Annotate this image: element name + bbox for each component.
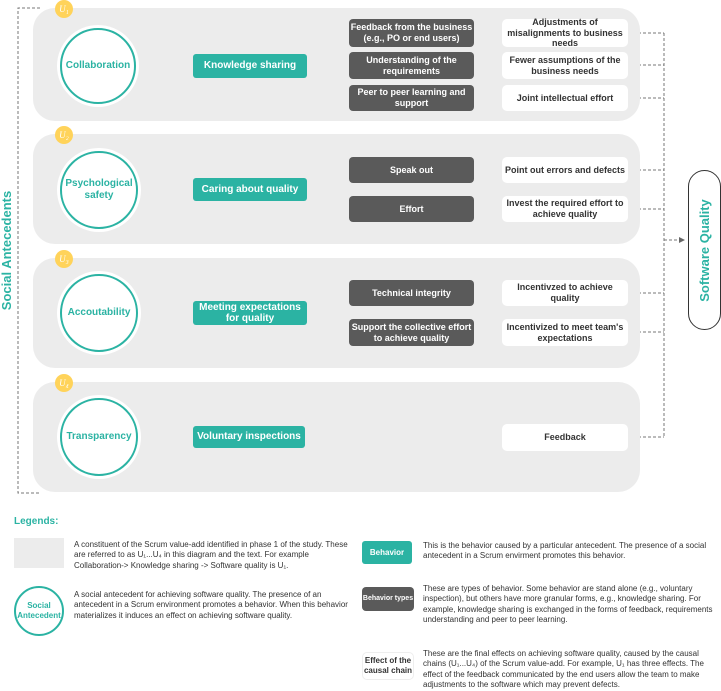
effect-feedback: Feedback	[502, 424, 628, 451]
effect-fewer-assumptions: Fewer assumptions of the business needs	[502, 52, 628, 79]
type-technical-integrity: Technical integrity	[349, 280, 474, 306]
badge-u1: U₁	[55, 0, 73, 18]
type-feedback: Feedback from the business (e.g., PO or …	[349, 19, 474, 47]
type-effort: Effort	[349, 196, 474, 222]
effect-adjustments: Adjustments of misalignments to business…	[502, 17, 628, 48]
legend-antecedent-sample: Social Antecedent	[14, 586, 64, 636]
effect-point-out-errors: Point out errors and defects	[502, 157, 628, 183]
antecedent-collaboration: Collaboration	[60, 28, 136, 104]
behavior-voluntary-inspections: Voluntary inspections	[193, 426, 305, 448]
software-quality-box: Software Quality	[688, 170, 721, 330]
badge-u4: U₄	[55, 374, 73, 392]
legend-types-sample: Behavior types	[362, 587, 414, 611]
antecedent-accountability: Accoutability	[60, 274, 138, 352]
legend-types-text: These are types of behavior. Some behavi…	[423, 584, 713, 625]
legend-effect-text: These are the final effects on achieving…	[423, 649, 704, 690]
behavior-knowledge-sharing: Knowledge sharing	[193, 54, 307, 78]
effect-invest-effort: Invest the required effort to achieve qu…	[502, 196, 628, 222]
badge-u3: U₃	[55, 250, 73, 268]
legend-antecedent-text: A social antecedent for achieving softwa…	[74, 590, 348, 620]
legend-behavior-text: This is the behavior caused by a particu…	[423, 541, 707, 561]
effect-incentivized-quality: Incentivzed to achieve quality	[502, 280, 628, 306]
social-antecedents-label: Social Antecedents	[0, 190, 15, 310]
type-peer-learning: Peer to peer learning and support	[349, 85, 474, 111]
social-bracket	[17, 7, 40, 494]
legend-constituent-text: A constituent of the Scrum value-add ide…	[74, 540, 348, 570]
antecedent-psychological-safety: Psychological safety	[60, 151, 138, 229]
legend-behavior-sample: Behavior	[362, 541, 412, 564]
legend-constituent-swatch	[14, 538, 64, 568]
behavior-meeting-expectations: Meeting expectations for quality	[193, 301, 307, 325]
antecedent-transparency: Transparency	[60, 398, 138, 476]
effect-incentivized-expectations: Incentivized to meet team's expectations	[502, 319, 628, 346]
type-collective-effort: Support the collective effort to achieve…	[349, 319, 474, 346]
type-understanding: Understanding of the requirements	[349, 52, 474, 79]
legend-effect-sample: Effect of the causal chain	[362, 652, 414, 680]
effect-joint-effort: Joint intellectual effort	[502, 85, 628, 111]
legend-title: Legends:	[14, 516, 59, 527]
behavior-caring-quality: Caring about quality	[193, 178, 307, 201]
type-speak-out: Speak out	[349, 157, 474, 183]
badge-u2: U₂	[55, 126, 73, 144]
